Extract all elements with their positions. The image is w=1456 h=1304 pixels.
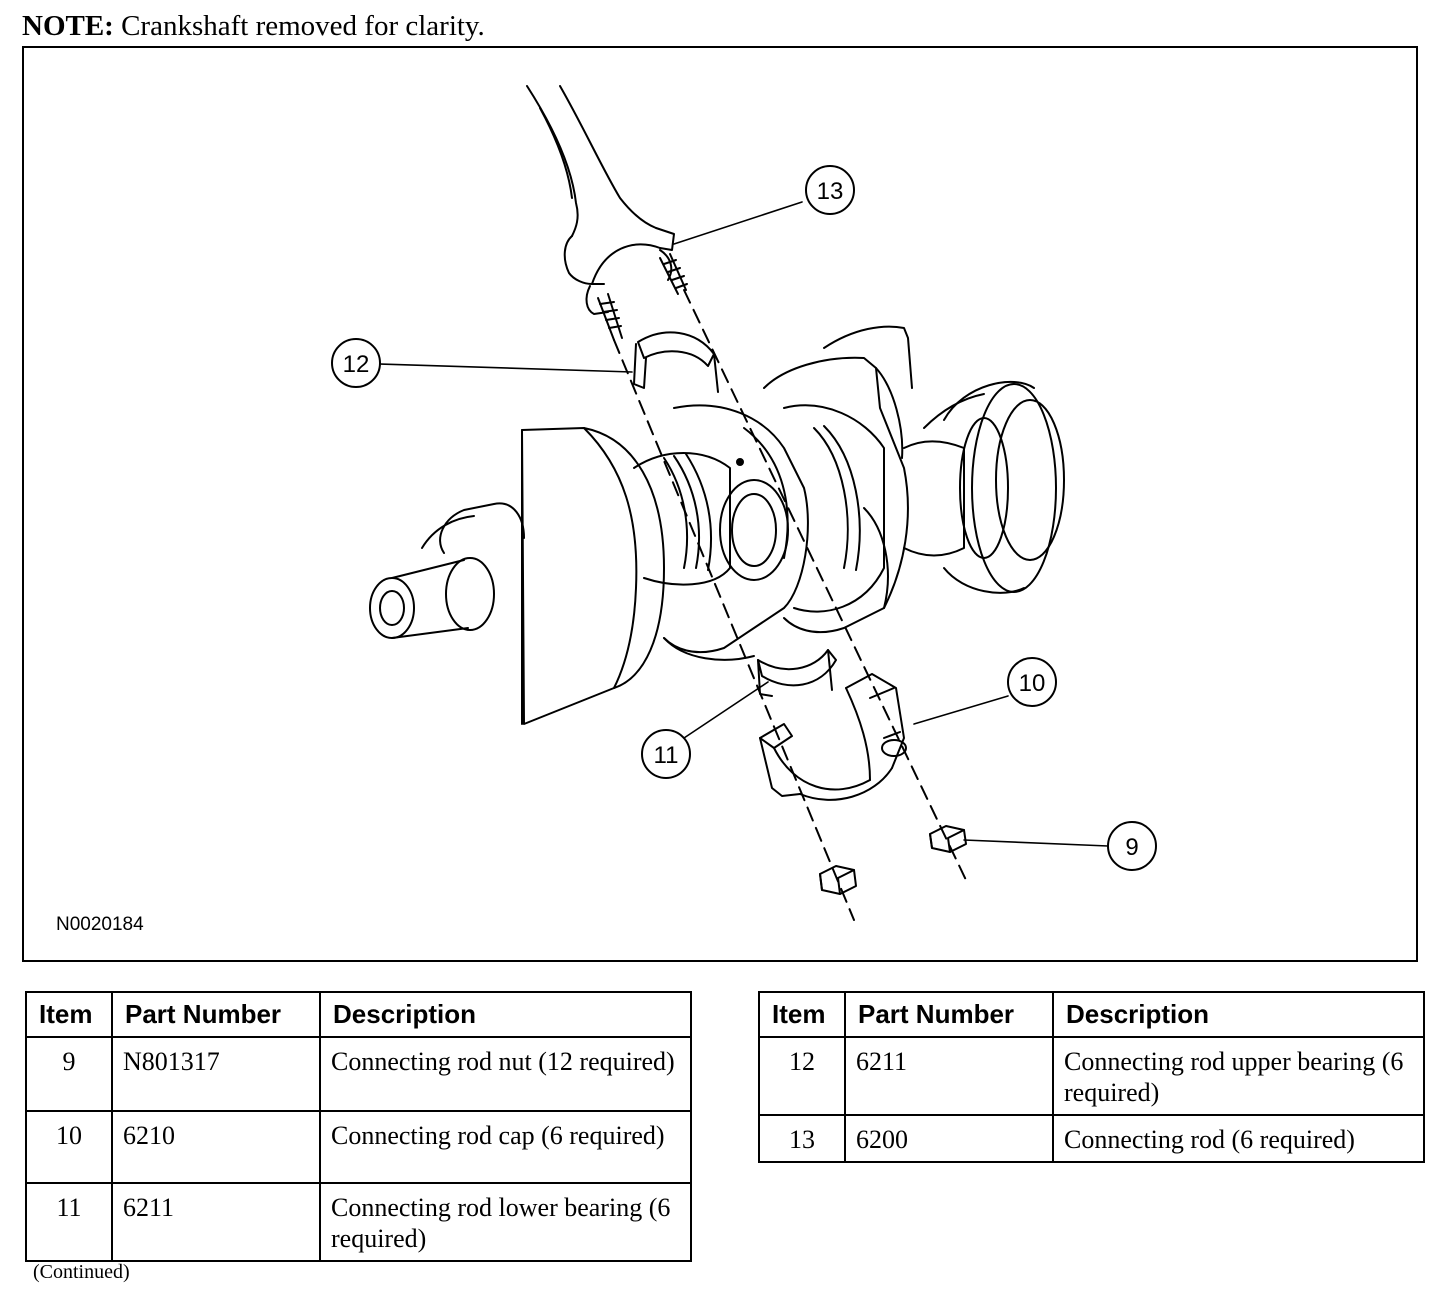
header-part-number: Part Number — [844, 991, 1054, 1038]
cell-part-number: 6211 — [111, 1182, 321, 1262]
note-line: NOTE: Crankshaft removed for clarity. — [22, 10, 485, 43]
cell-item: 10 — [25, 1110, 113, 1184]
header-part-number: Part Number — [111, 991, 321, 1038]
cell-part-number: 6200 — [844, 1114, 1054, 1163]
callout-13: 13 — [805, 165, 855, 215]
cell-part-number: 6211 — [844, 1036, 1054, 1116]
cell-description: Connecting rod cap (6 required) — [319, 1110, 692, 1184]
cell-part-number: N801317 — [111, 1036, 321, 1112]
leader-lines — [379, 201, 1109, 847]
cell-item: 13 — [758, 1114, 846, 1163]
lower-bearing-drawing — [757, 649, 837, 697]
table-row: 10 6210 Connecting rod cap (6 required) — [25, 1110, 692, 1184]
header-description: Description — [319, 991, 692, 1038]
rod-nuts-drawing — [819, 825, 967, 895]
rod-cap-drawing — [759, 673, 907, 801]
header-description: Description — [1052, 991, 1425, 1038]
cell-item: 12 — [758, 1036, 846, 1116]
callout-9-label: 9 — [1125, 834, 1138, 861]
callout-12: 12 — [331, 338, 381, 388]
parts-table-left: Item Part Number Description 9 N801317 C… — [25, 991, 692, 1262]
parts-table-right: Item Part Number Description 12 6211 Con… — [758, 991, 1425, 1163]
callout-9: 9 — [1107, 821, 1157, 871]
callout-10: 10 — [1007, 657, 1057, 707]
figure-id: N0020184 — [56, 914, 144, 935]
cell-description: Connecting rod upper bearing (6 required… — [1052, 1036, 1425, 1116]
cell-item: 11 — [25, 1182, 113, 1262]
table-row: 12 6211 Connecting rod upper bearing (6 … — [758, 1036, 1425, 1116]
cell-item: 9 — [25, 1036, 113, 1112]
cell-description: Connecting rod nut (12 required) — [319, 1036, 692, 1112]
exploded-view-figure: 13 12 10 11 9 N0020184 — [22, 46, 1418, 962]
table-row: 13 6200 Connecting rod (6 required) — [758, 1114, 1425, 1163]
connecting-rod-drawing — [526, 85, 688, 341]
table-header-row: Item Part Number Description — [25, 991, 692, 1038]
note-label: NOTE: — [22, 10, 114, 42]
table-row: 11 6211 Connecting rod lower bearing (6 … — [25, 1182, 692, 1262]
crankshaft-illustration: 13 12 10 11 9 — [331, 85, 1157, 921]
cell-part-number: 6210 — [111, 1110, 321, 1184]
cell-description: Connecting rod lower bearing (6 required… — [319, 1182, 692, 1262]
callout-11: 11 — [641, 729, 691, 779]
table-row: 9 N801317 Connecting rod nut (12 require… — [25, 1036, 692, 1112]
callout-10-label: 10 — [1019, 670, 1046, 697]
note-text: Crankshaft removed for clarity. — [121, 10, 485, 42]
callout-13-label: 13 — [817, 178, 844, 205]
callout-11-label: 11 — [654, 742, 679, 769]
callout-12-label: 12 — [343, 351, 370, 378]
alignment-lines — [613, 289, 967, 921]
table-header-row: Item Part Number Description — [758, 991, 1425, 1038]
continued-note: (Continued) — [33, 1261, 130, 1283]
header-item: Item — [25, 991, 113, 1038]
upper-bearing-drawing — [633, 331, 719, 393]
header-item: Item — [758, 991, 846, 1038]
cell-description: Connecting rod (6 required) — [1052, 1114, 1425, 1163]
